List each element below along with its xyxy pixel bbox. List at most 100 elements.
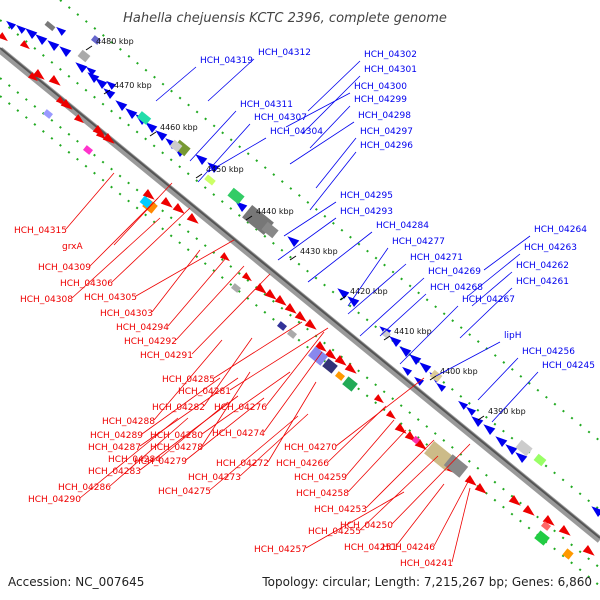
feature-block-3 bbox=[136, 111, 152, 125]
leader-reverse-10 bbox=[213, 321, 303, 379]
forward-gene-16 bbox=[207, 162, 220, 174]
feature-block-12 bbox=[83, 145, 93, 155]
gene-label-reverse-35: HCH_04257 bbox=[254, 545, 307, 555]
gene-label-reverse-1: grxA bbox=[62, 242, 83, 252]
forward-gene-2 bbox=[47, 40, 60, 52]
gene-label-forward-19: HCH_04269 bbox=[428, 267, 481, 277]
scale-tick-mark-1 bbox=[103, 89, 111, 95]
gene-label-forward-23: HCH_04267 bbox=[462, 295, 515, 305]
forward-gene-b8 bbox=[458, 400, 469, 410]
forward-gene-3 bbox=[59, 46, 72, 58]
leader-reverse-14 bbox=[153, 339, 223, 421]
leader-reverse-27 bbox=[109, 417, 189, 487]
reverse-gene-25 bbox=[464, 474, 477, 486]
leader-forward-25 bbox=[477, 357, 519, 401]
scale-tick-label-8: 4400 kbp bbox=[440, 367, 478, 376]
scale-tick-label-0: 4480 kbp bbox=[96, 37, 134, 46]
forward-gene-b3 bbox=[86, 66, 97, 76]
reverse-gene-13 bbox=[294, 310, 307, 322]
forward-gene-0 bbox=[25, 28, 38, 40]
leader-reverse-17 bbox=[139, 377, 239, 447]
forward-gene-15 bbox=[195, 154, 208, 166]
scale-tick-label-2: 4460 kbp bbox=[160, 123, 198, 132]
leader-forward-0 bbox=[155, 66, 197, 102]
gene-label-forward-0: HCH_04319 bbox=[200, 56, 253, 66]
leader-reverse-30 bbox=[345, 419, 395, 477]
gene-label-forward-11: HCH_04296 bbox=[360, 141, 413, 151]
forward-gene-6 bbox=[95, 78, 108, 90]
gene-label-reverse-37: HCH_04246 bbox=[382, 543, 435, 553]
leader-forward-10 bbox=[315, 137, 357, 189]
gene-label-reverse-38: HCH_04241 bbox=[400, 559, 453, 569]
scale-tick-mark-2 bbox=[149, 131, 157, 137]
gene-label-reverse-16: HCH_04280 bbox=[150, 431, 203, 441]
scale-tick-mark-5 bbox=[289, 255, 297, 261]
feature-block-1 bbox=[77, 49, 91, 63]
reverse-gene-26 bbox=[474, 482, 487, 494]
leader-reverse-5 bbox=[135, 239, 235, 297]
forward-gene-19 bbox=[287, 236, 300, 248]
leader-reverse-7 bbox=[167, 257, 227, 327]
reverse-gene-8 bbox=[186, 212, 199, 224]
feature-block-14 bbox=[231, 283, 241, 293]
forward-gene-8 bbox=[115, 100, 128, 112]
reverse-gene-b8 bbox=[373, 394, 384, 404]
reverse-gene-b5 bbox=[95, 130, 106, 140]
gene-label-reverse-32: HCH_04253 bbox=[314, 505, 367, 515]
feature-block-13 bbox=[43, 109, 53, 119]
reverse-gene-19 bbox=[394, 422, 407, 434]
gene-label-forward-5: HCH_04299 bbox=[354, 95, 407, 105]
reverse-gene-27 bbox=[508, 494, 521, 506]
feature-block-9 bbox=[261, 221, 279, 239]
forward-gene-20 bbox=[337, 288, 350, 300]
ruler-line-0 bbox=[59, 0, 600, 442]
scale-tick-mark-3 bbox=[195, 173, 203, 179]
gene-label-reverse-27: HCH_04286 bbox=[58, 483, 111, 493]
leader-reverse-12 bbox=[203, 337, 253, 407]
leader-reverse-11 bbox=[229, 327, 329, 391]
gene-label-forward-25: HCH_04256 bbox=[522, 347, 575, 357]
leader-forward-17 bbox=[467, 253, 521, 297]
feature-block-28 bbox=[534, 530, 550, 546]
reverse-gene-9 bbox=[254, 282, 267, 294]
gene-label-reverse-23: HCH_04283 bbox=[88, 467, 141, 477]
leader-forward-2 bbox=[307, 60, 361, 112]
feature-block-0 bbox=[44, 20, 56, 32]
leader-reverse-15 bbox=[141, 377, 221, 435]
leader-reverse-26 bbox=[239, 413, 309, 477]
scale-tick-label-4: 4440 kbp bbox=[256, 207, 294, 216]
gene-label-reverse-17: HCH_04287 bbox=[88, 443, 141, 453]
gene-arrows bbox=[0, 20, 600, 560]
gene-label-forward-15: HCH_04277 bbox=[392, 237, 445, 247]
leader-reverse-3 bbox=[111, 207, 191, 283]
gene-label-reverse-14: HCH_04288 bbox=[102, 417, 155, 427]
leader-reverse-6 bbox=[151, 249, 201, 313]
leader-forward-15 bbox=[347, 247, 389, 307]
reverse-gene-15 bbox=[314, 340, 327, 352]
scale-tick-mark-4 bbox=[245, 215, 253, 221]
leader-forward-22 bbox=[459, 287, 513, 339]
forward-gene-11 bbox=[145, 122, 158, 134]
reverse-gene-b7 bbox=[241, 272, 252, 282]
leader-forward-14 bbox=[307, 231, 373, 283]
scale-tick-label-1: 4470 kbp bbox=[114, 81, 152, 90]
leader-reverse-28 bbox=[209, 415, 299, 491]
feature-block-23 bbox=[411, 435, 421, 445]
forward-gene-29 bbox=[483, 424, 496, 436]
reverse-gene-17 bbox=[334, 354, 347, 366]
gene-label-reverse-2: HCH_04309 bbox=[38, 263, 91, 273]
gene-label-forward-9: HCH_04298 bbox=[358, 111, 411, 121]
reverse-gene-b6 bbox=[219, 252, 230, 262]
leader-reverse-35 bbox=[305, 491, 405, 549]
gene-label-reverse-33: HCH_04255 bbox=[308, 527, 361, 537]
reverse-gene-b1 bbox=[19, 40, 30, 50]
gene-label-forward-12: HCH_04295 bbox=[340, 191, 393, 201]
leader-forward-13 bbox=[277, 217, 337, 261]
scale-tick-label-9: 4390 kbp bbox=[488, 407, 526, 416]
forward-gene-13 bbox=[165, 138, 178, 150]
gene-label-reverse-28: HCH_04275 bbox=[158, 487, 211, 497]
leader-reverse-20 bbox=[159, 401, 229, 459]
forward-gene-26 bbox=[419, 362, 432, 374]
